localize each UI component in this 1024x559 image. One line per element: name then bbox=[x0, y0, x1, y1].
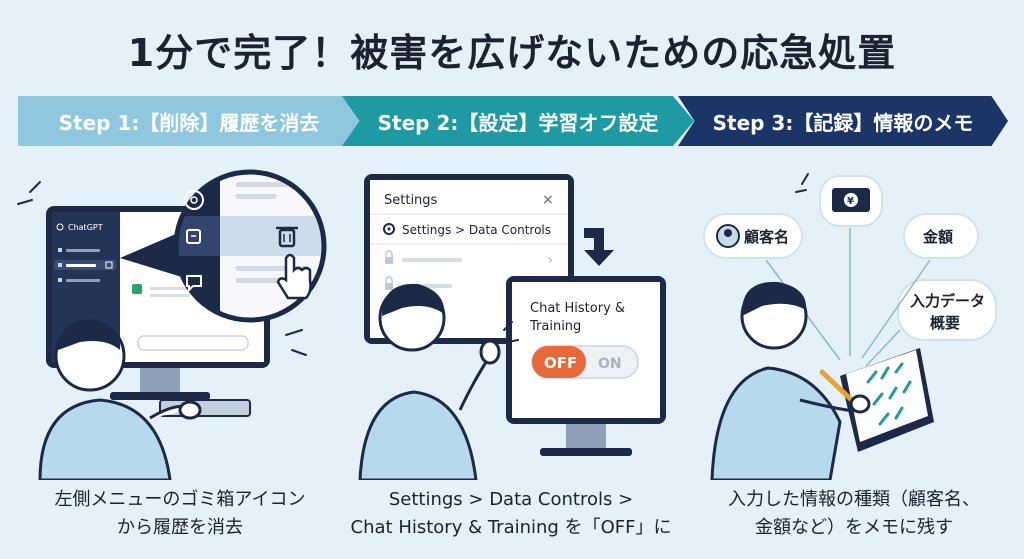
person-figure-3 bbox=[710, 281, 863, 480]
openai-logo-icon bbox=[184, 190, 204, 210]
step-3-caption-line2: 金額など）をメモに残す bbox=[755, 517, 953, 538]
lock-icon bbox=[385, 250, 393, 264]
toggle-title-line1: Chat History & bbox=[530, 301, 625, 316]
bubble-customer-label: 顧客名 bbox=[744, 228, 789, 246]
tap-lines bbox=[503, 321, 519, 343]
step-2-illustration: Settings × Settings > Data Controls › Ch… bbox=[358, 174, 666, 480]
new-chat-icon[interactable] bbox=[186, 229, 201, 244]
step-1-caption: 左側メニューのゴミ箱アイコン から履歴を消去 bbox=[20, 486, 340, 542]
step-2-caption-line2: Chat History & Training を「OFF」に bbox=[350, 517, 672, 538]
mini-trash-icon[interactable] bbox=[105, 261, 113, 269]
person-figure-1 bbox=[38, 319, 202, 480]
bubble-input-line1: 入力データ bbox=[910, 292, 985, 310]
bubble-amount: 金額 bbox=[903, 213, 979, 259]
sparkle-lines bbox=[17, 181, 307, 356]
step-2-caption-line1: Settings > Data Controls > bbox=[388, 489, 634, 510]
step-3-caption: 入力した情報の種類（顧客名、 金額など）をメモに残す bbox=[694, 486, 1014, 542]
breadcrumb-settings[interactable]: Settings > Data Controls bbox=[402, 223, 551, 237]
toggle-title-line2: Training bbox=[529, 319, 581, 334]
down-arrow-icon bbox=[584, 228, 614, 266]
bubble-money: ¥ bbox=[819, 175, 883, 227]
gear-icon bbox=[383, 223, 395, 235]
step-1-caption-line2: から履歴を消去 bbox=[117, 517, 243, 538]
yen-symbol: ¥ bbox=[847, 196, 854, 207]
comment-icon bbox=[186, 275, 202, 293]
sparkle-lines-3 bbox=[795, 173, 809, 193]
lock-icon-2 bbox=[385, 276, 393, 290]
history-toggle[interactable]: OFF ON bbox=[531, 345, 639, 379]
step-1-banner: Step 1:【削除】履歴を消去 bbox=[18, 96, 360, 146]
person-figure-2 bbox=[358, 283, 501, 480]
step-2-caption: Settings > Data Controls > Chat History … bbox=[336, 486, 686, 542]
step-3-banner: Step 3:【記録】情報のメモ bbox=[678, 96, 1008, 146]
app-name: ChatGPT bbox=[68, 223, 103, 232]
notebook-icon bbox=[840, 348, 934, 452]
chat-input[interactable] bbox=[137, 335, 249, 351]
bubble-customer: 顧客名 bbox=[703, 213, 803, 259]
bubble-input-line2: 概要 bbox=[930, 314, 960, 332]
settings-title: Settings bbox=[384, 193, 438, 208]
step-2-banner: Step 2:【設定】学習オフ設定 bbox=[342, 96, 694, 146]
chevron-right-icon: › bbox=[548, 253, 553, 267]
step-3-illustration: 顧客名 ¥ 金額 入力データ 概要 bbox=[703, 173, 997, 480]
step-1-caption-line1: 左側メニューのゴミ箱アイコン bbox=[54, 489, 306, 510]
step-1-illustration: ChatGPT bbox=[17, 169, 327, 480]
hand-cursor-icon bbox=[276, 253, 312, 300]
pen-icon bbox=[819, 369, 871, 414]
steps-bar: Step 1:【削除】履歴を消去 Step 2:【設定】学習オフ設定 Step … bbox=[18, 96, 1008, 146]
toggle-on-label[interactable]: ON bbox=[598, 356, 622, 372]
trash-icon[interactable] bbox=[276, 226, 298, 248]
toggle-off-label[interactable]: OFF bbox=[544, 354, 577, 372]
zoom-pointer bbox=[120, 230, 185, 278]
page-title: 1分で完了！被害を広げないための応急処置 bbox=[127, 31, 897, 75]
step-3-caption-line1: 入力した情報の種類（顧客名、 bbox=[728, 489, 980, 510]
bubble-input-summary: 入力データ 概要 bbox=[897, 279, 997, 341]
bubble-amount-label: 金額 bbox=[922, 228, 953, 246]
close-icon[interactable]: × bbox=[542, 192, 554, 208]
